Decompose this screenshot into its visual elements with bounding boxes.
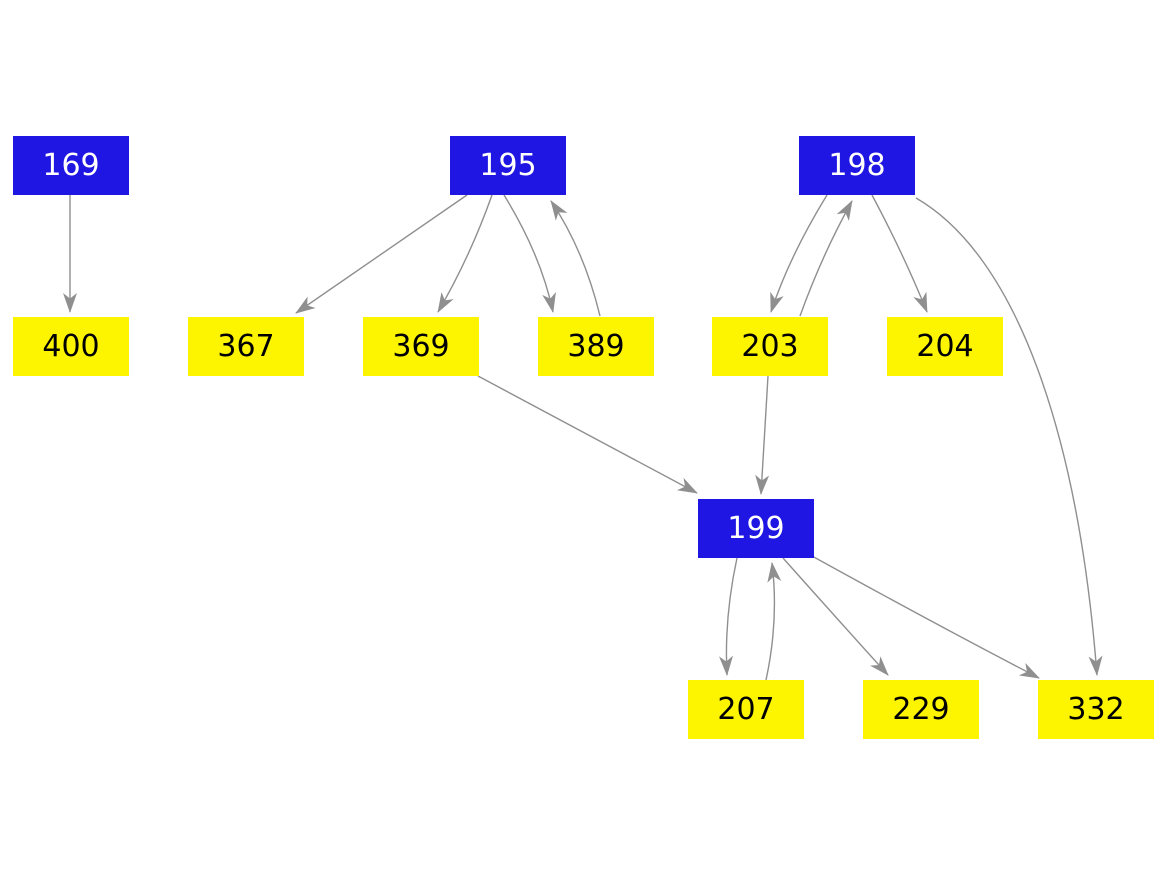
node-label: 204 xyxy=(916,328,974,364)
node-label: 207 xyxy=(717,691,775,727)
node-label: 369 xyxy=(392,328,450,364)
node-195: 195 xyxy=(450,136,566,195)
node-207: 207 xyxy=(688,680,804,739)
edge-199-207 xyxy=(719,557,738,676)
node-label: 332 xyxy=(1067,691,1125,727)
node-label: 400 xyxy=(42,328,100,364)
node-198: 198 xyxy=(799,136,915,195)
edge-389-195 xyxy=(550,200,601,317)
node-400: 400 xyxy=(13,317,129,376)
node-199: 199 xyxy=(698,499,814,558)
edge-195-369 xyxy=(437,194,493,313)
edge-207-199 xyxy=(765,562,782,681)
node-label: 169 xyxy=(42,147,100,183)
node-229: 229 xyxy=(863,680,979,739)
node-369: 369 xyxy=(363,317,479,376)
node-332: 332 xyxy=(1038,680,1154,739)
node-label: 195 xyxy=(479,147,537,183)
node-204: 204 xyxy=(887,317,1003,376)
node-label: 229 xyxy=(892,691,950,727)
edge-199-229 xyxy=(782,557,889,676)
node-label: 389 xyxy=(567,328,625,364)
node-label: 203 xyxy=(741,328,799,364)
edge-198-332 xyxy=(915,197,1103,676)
node-label: 198 xyxy=(828,147,886,183)
node-203: 203 xyxy=(712,317,828,376)
node-label: 367 xyxy=(217,328,275,364)
edge-203-199 xyxy=(755,375,770,495)
node-367: 367 xyxy=(188,317,304,376)
edge-199-332 xyxy=(811,555,1040,679)
node-169: 169 xyxy=(13,136,129,195)
edge-198-203 xyxy=(770,194,828,313)
node-label: 199 xyxy=(727,510,785,546)
edge-203-198 xyxy=(799,200,853,317)
node-389: 389 xyxy=(538,317,654,376)
edge-369-199 xyxy=(477,375,698,494)
edge-195-367 xyxy=(295,194,468,314)
edge-195-389 xyxy=(503,194,556,313)
edge-198-204 xyxy=(871,194,928,313)
